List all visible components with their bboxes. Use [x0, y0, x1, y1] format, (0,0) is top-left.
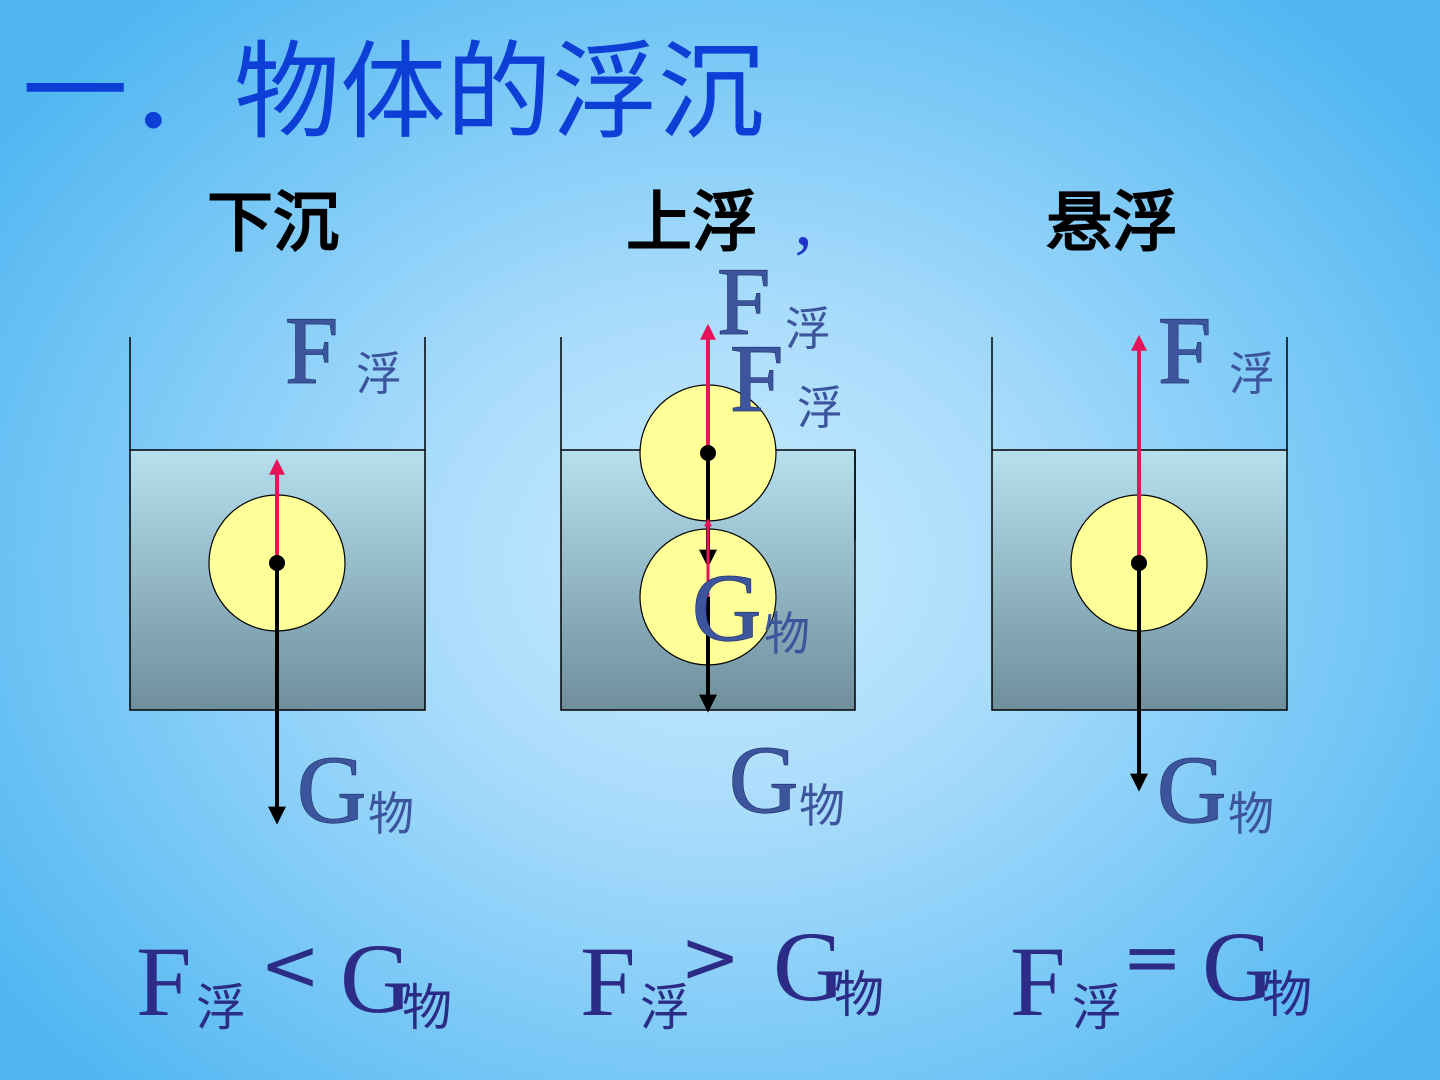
relation-right: G — [340, 923, 412, 1034]
floating-up-label: 上浮 — [626, 184, 758, 261]
relation-operator: > — [680, 915, 740, 999]
buoyancy-prime-label: F — [717, 248, 770, 355]
gravity-subscript: 物 — [1228, 787, 1274, 841]
relation-right-sub: 物 — [834, 966, 884, 1024]
gravity-label: G — [297, 736, 366, 843]
suspended-panel: F 浮 G 物 — [991, 296, 1288, 844]
gravity-inner-subscript: 物 — [764, 607, 810, 661]
relation-right: G — [773, 911, 845, 1022]
sinking-panel: F 浮 G 物 — [129, 296, 426, 844]
gravity-subscript: 物 — [799, 779, 845, 833]
buoyancy-prime-subscript: 浮 — [785, 302, 831, 356]
sinking-label: 下沉 — [207, 184, 339, 261]
center-dot — [269, 555, 285, 571]
page-title: 一．物体的浮沉 — [22, 31, 764, 154]
buoyancy-label: F — [1158, 297, 1211, 404]
relation-left-sub: 浮 — [640, 979, 690, 1037]
gravity-label: G — [1157, 736, 1226, 843]
center-dot-upper — [700, 445, 716, 461]
relation-suspended: F 浮 = G 物 — [1010, 911, 1312, 1037]
center-dot — [1131, 555, 1147, 571]
buoyancy-label: F — [285, 297, 338, 404]
relation-floating-up: F 浮 > G 物 — [580, 911, 884, 1037]
floating-up-panel: F ’ 浮 F 浮 G 物 G 物 — [560, 221, 856, 834]
prime-mark: ’ — [791, 221, 815, 301]
relation-operator: = — [1122, 915, 1182, 999]
gravity-label: G — [729, 726, 798, 833]
gravity-inner-label: G — [692, 554, 761, 661]
relation-left-sub: 浮 — [1072, 979, 1122, 1037]
relation-operator: < — [260, 923, 320, 1007]
relation-right-sub: 物 — [1262, 966, 1312, 1024]
relation-right: G — [1202, 911, 1274, 1022]
relation-right-sub: 物 — [402, 979, 452, 1037]
buoyancy-subscript: 浮 — [1229, 347, 1275, 401]
buoyancy-subscript: 浮 — [356, 347, 402, 401]
suspended-label: 悬浮 — [1046, 184, 1178, 261]
buoyancy-subscript: 浮 — [797, 381, 843, 435]
relation-left-sub: 浮 — [196, 979, 246, 1037]
relation-left: F — [136, 926, 192, 1037]
relation-left: F — [580, 926, 636, 1037]
buoyancy-label: F — [730, 325, 783, 432]
gravity-subscript: 物 — [368, 787, 414, 841]
relation-sinking: F 浮 < G 物 — [136, 923, 452, 1037]
relation-left: F — [1010, 926, 1066, 1037]
